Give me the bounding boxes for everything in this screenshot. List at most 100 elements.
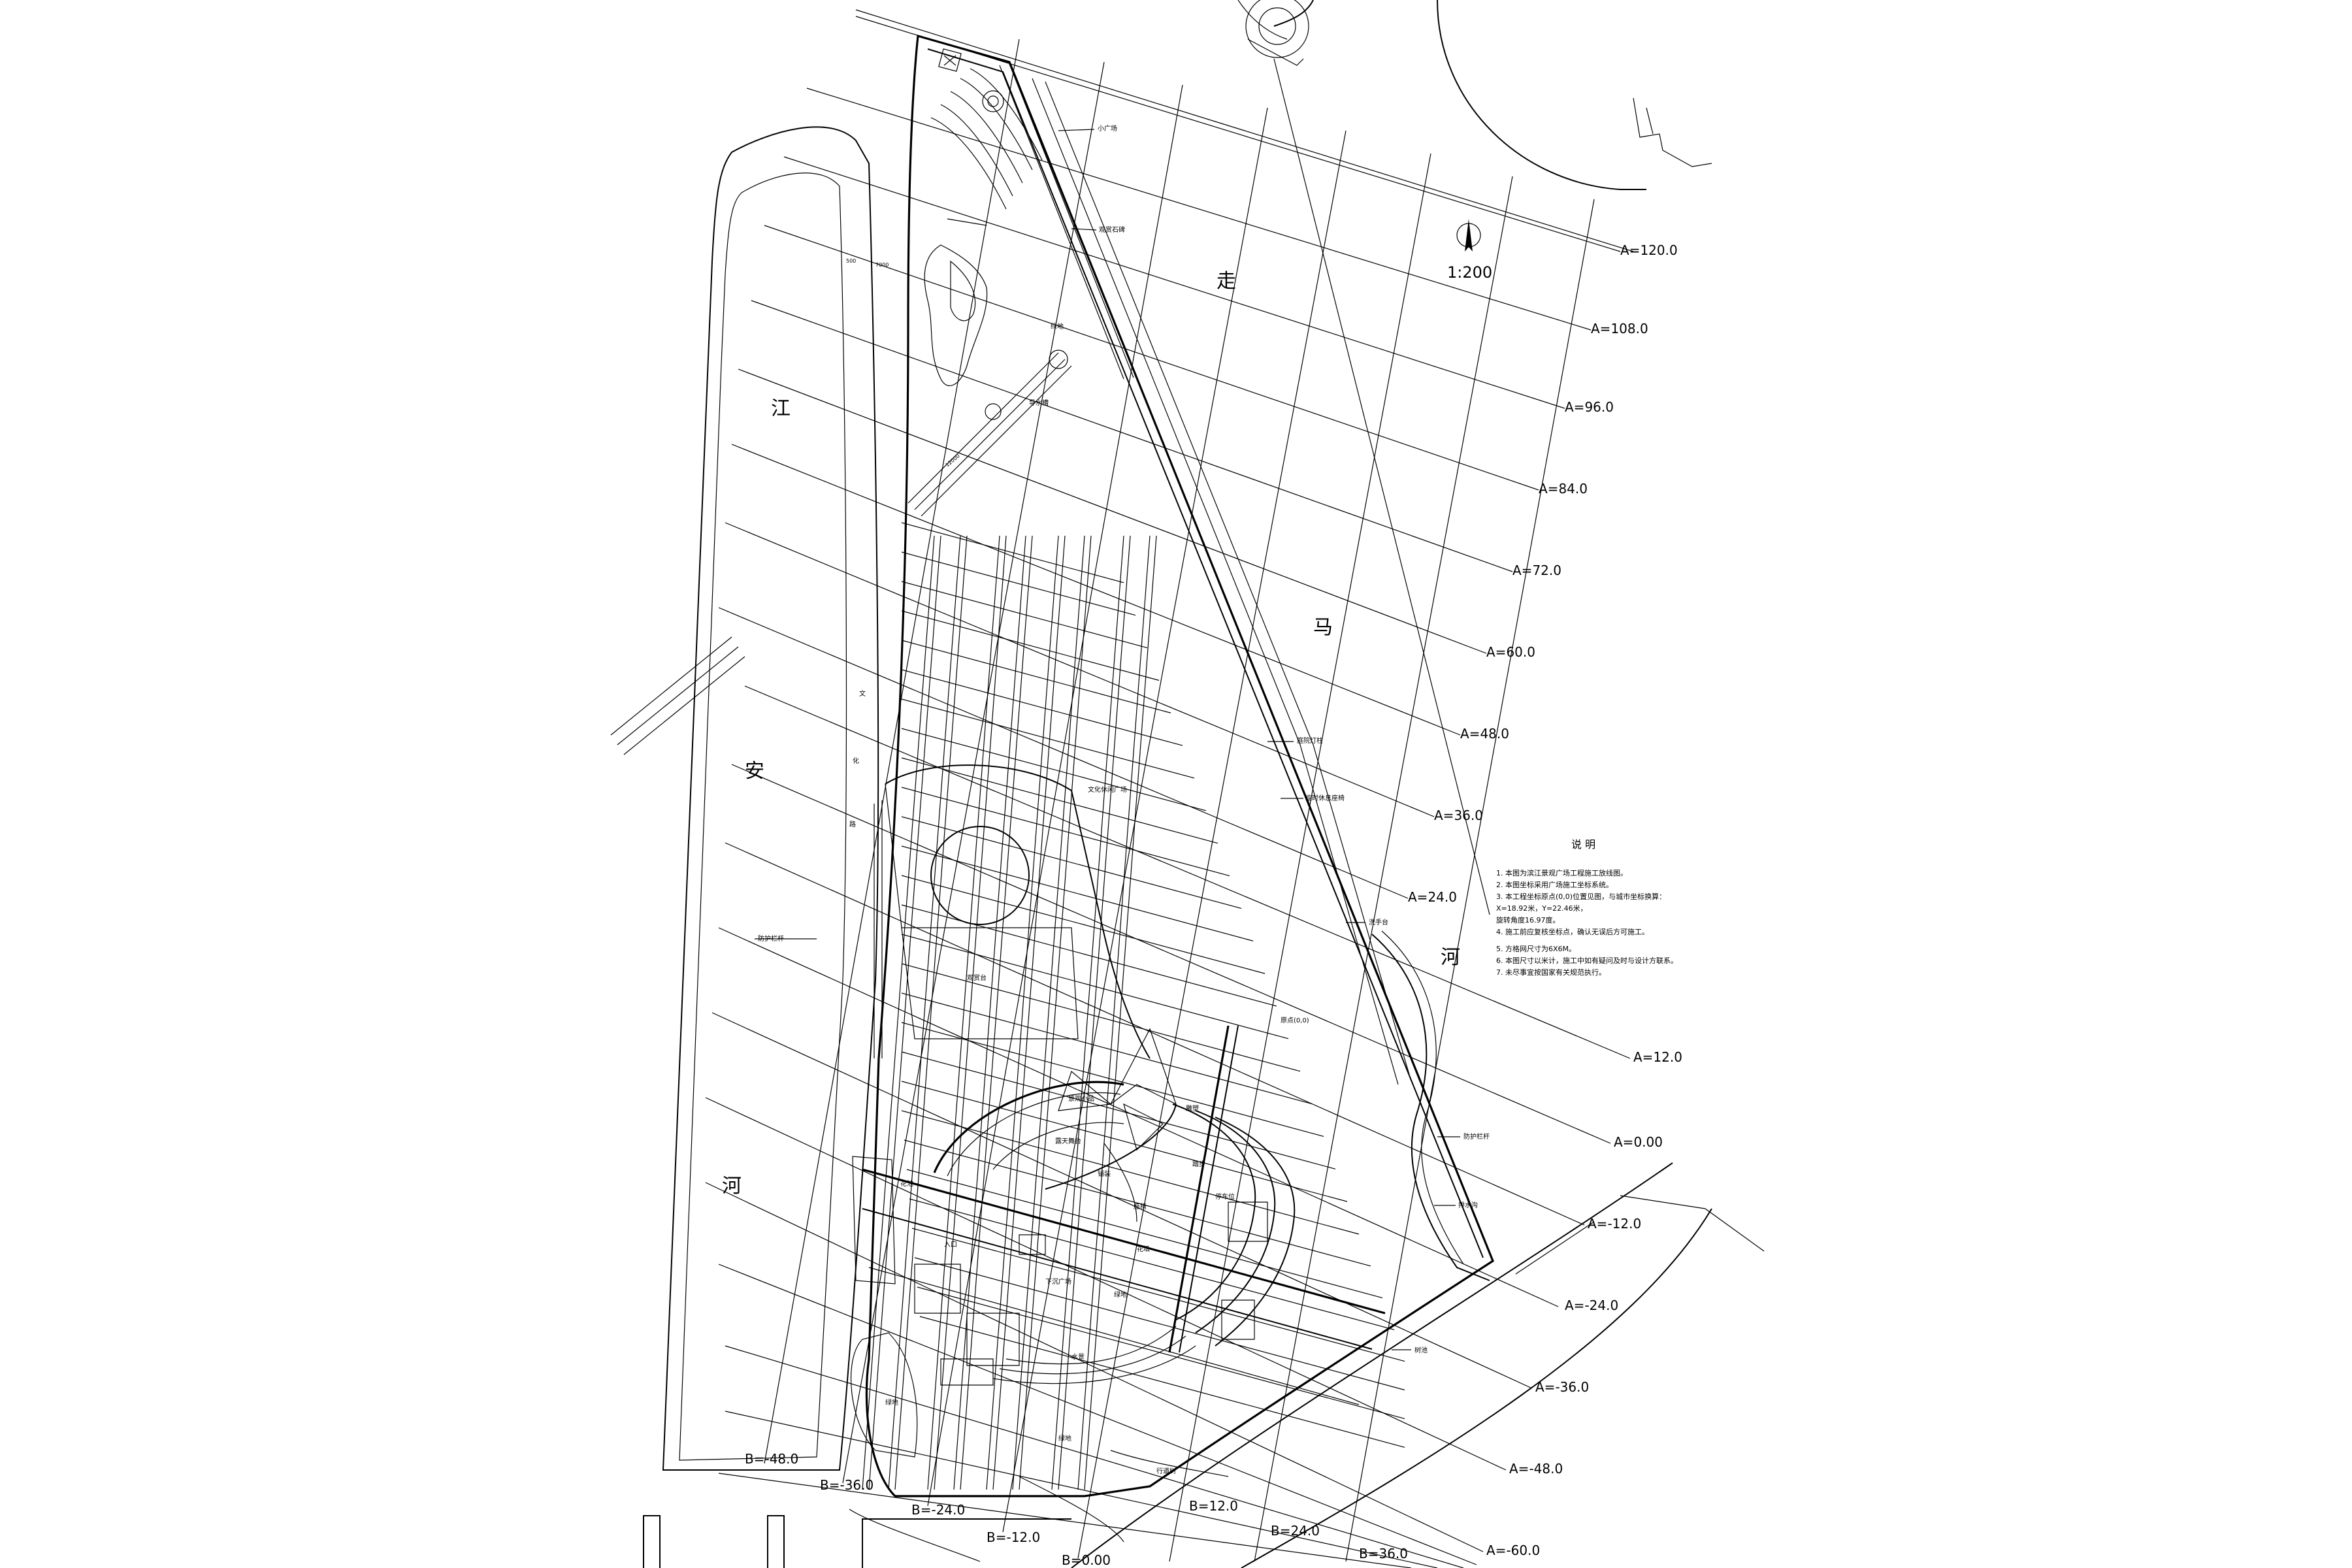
label-parking: 停车位	[1215, 1192, 1235, 1201]
b-grid-12: B=12.0	[1189, 1498, 1238, 1514]
grid-line-a	[764, 225, 1539, 491]
label-landscape-sketch: 景观小品	[1068, 1095, 1094, 1103]
paving-line	[901, 669, 1183, 746]
paving-line	[901, 728, 1207, 811]
paving-line	[862, 535, 935, 1490]
paving-line	[904, 1139, 1371, 1267]
paving-line	[901, 787, 1230, 877]
grid-line-a	[725, 522, 1435, 817]
grid-line-b	[842, 61, 1105, 1484]
notes-title: 说 明	[1571, 838, 1595, 851]
road-label-1: 走	[1217, 270, 1236, 293]
b-grid-m48: B=-48.0	[745, 1451, 798, 1467]
road-label-left-1: 文	[859, 689, 866, 698]
road-label-left-2: 化	[853, 757, 859, 765]
label-viewing: 观赏台	[967, 973, 987, 982]
a-grid-108: A=108.0	[1591, 321, 1648, 336]
grid-line-a	[731, 444, 1461, 736]
a-grid-m36: A=-36.0	[1535, 1379, 1589, 1395]
label-guide-sign: 导水槽	[1029, 399, 1049, 407]
a-grid-120: A=120.0	[1620, 242, 1678, 258]
paving-line	[909, 1198, 1395, 1330]
paving-line	[888, 535, 961, 1490]
paving-line	[960, 535, 1033, 1490]
paving-line	[992, 535, 1066, 1490]
a-grid-m60: A=-60.0	[1486, 1543, 1540, 1558]
road-label-2: 马	[1313, 616, 1333, 639]
river-channel	[610, 126, 879, 1471]
paving-line	[901, 551, 1136, 616]
paving-line	[1077, 535, 1151, 1490]
paving-line	[901, 1110, 1360, 1235]
a-grid-72: A=72.0	[1512, 563, 1561, 578]
paving-line	[901, 963, 1301, 1072]
grid-line-b	[927, 84, 1183, 1507]
label-pavement: 铺装	[1098, 1169, 1111, 1178]
road-edge-line	[855, 9, 1634, 252]
grid-line-a	[738, 368, 1487, 654]
road-label-left-3: 路	[849, 820, 856, 828]
label-rest-area: 临时休息座椅	[1305, 794, 1345, 802]
a-grid-84: A=84.0	[1539, 481, 1588, 497]
label-tree-pool: 树池	[1414, 1346, 1428, 1354]
north-arrow-icon	[1456, 219, 1481, 252]
paving-line	[894, 535, 968, 1490]
paving-line	[901, 1022, 1324, 1137]
survey-grid	[705, 9, 1634, 1568]
grid-line-a	[725, 842, 1585, 1226]
paving-line	[901, 581, 1148, 649]
paving-line	[901, 610, 1160, 681]
note-1: 1. 本图为滨江景观广场工程施工放线图。	[1496, 868, 1627, 877]
label-entrance: 入口	[944, 1241, 957, 1249]
paving-line	[1058, 535, 1131, 1490]
a-grid-0: A=0.00	[1614, 1134, 1663, 1150]
label-tree-row: 行道树	[1156, 1467, 1176, 1475]
river-label-right: 河	[1441, 946, 1460, 969]
river-label-3: 河	[722, 1175, 742, 1198]
right-guardrail	[1371, 930, 1490, 1281]
label-lawn-b: 绿地	[1058, 1434, 1071, 1443]
b-grid-0: B=0.00	[1062, 1552, 1111, 1568]
grid-line-a	[751, 300, 1513, 572]
paving-line	[901, 640, 1171, 713]
grid-line-a	[718, 1473, 1412, 1568]
grid-line-a	[718, 607, 1409, 899]
road-edge-line	[1273, 58, 1490, 915]
label-guardrail-right: 防护栏杆	[1463, 1132, 1490, 1141]
grid-line-a	[711, 1012, 1533, 1389]
label-stage: 露天舞台	[1055, 1137, 1081, 1145]
paving-line	[1168, 1025, 1230, 1353]
bottom-area	[849, 1156, 1268, 1562]
paving-line	[1012, 535, 1085, 1490]
label-flower-bed: 花池	[900, 1179, 913, 1188]
paving-line	[901, 816, 1242, 909]
a-grid-24: A=24.0	[1408, 889, 1457, 905]
paving-line	[901, 845, 1254, 941]
paving-line	[1051, 535, 1124, 1490]
scale-label: 1:200	[1447, 263, 1492, 282]
note-2: 2. 本图坐标采用广场施工坐标系统。	[1496, 880, 1613, 889]
note-4: X=18.92米，Y=22.46米，	[1496, 904, 1588, 913]
paving-line	[862, 1208, 1373, 1350]
paving-line	[901, 698, 1195, 779]
note-9: 7. 未尽事宜按国家有关规范执行。	[1496, 968, 1606, 977]
a-grid-12: A=12.0	[1633, 1049, 1682, 1065]
a-grid-60: A=60.0	[1486, 644, 1535, 660]
outer-road-se	[1071, 1162, 1765, 1568]
site-boundary	[865, 34, 1494, 1497]
a-grid-m24: A=-24.0	[1565, 1298, 1618, 1313]
paving-line	[906, 1169, 1383, 1299]
top-plaza	[907, 48, 1072, 517]
grid-line-a	[725, 1345, 1464, 1568]
paving-line	[986, 535, 1059, 1490]
label-scenic-stone: 观赏石碑	[1099, 225, 1125, 234]
dim-1: 500	[846, 258, 856, 264]
label-seat: 座椅	[1134, 1202, 1147, 1211]
paving-line	[914, 1257, 1405, 1391]
grid-line-b	[764, 39, 1020, 1464]
note-3: 3. 本工程坐标原点(0,0)位置见图，与城市坐标换算：	[1496, 892, 1666, 901]
note-8: 6. 本图尺寸以米计，施工中如有疑问及时与设计方联系。	[1496, 956, 1678, 965]
b-grid-m24: B=-24.0	[911, 1502, 965, 1518]
grid-line-a	[718, 1264, 1477, 1565]
paving-line	[1019, 535, 1092, 1490]
